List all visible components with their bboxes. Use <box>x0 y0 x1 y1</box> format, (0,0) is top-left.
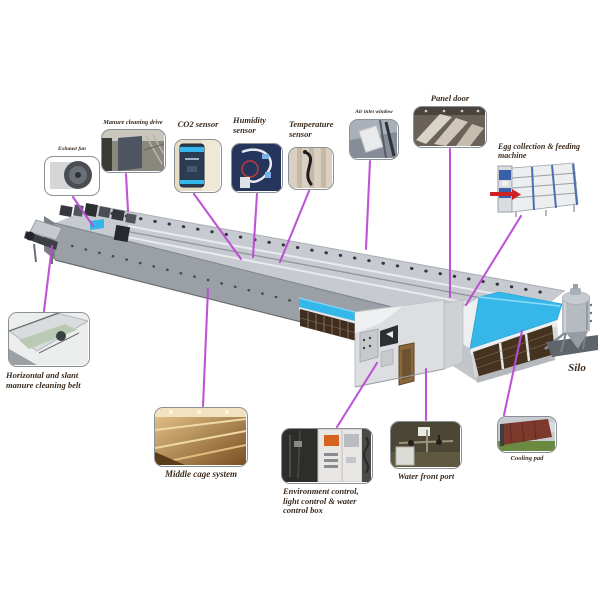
callout-exhaust-fan <box>71 195 95 228</box>
water-port-icon <box>391 422 460 467</box>
egg-machine-photo <box>490 160 582 218</box>
cooling-pad-icon <box>498 417 555 451</box>
manure-belt-photo <box>8 312 90 367</box>
callout-env-control <box>335 361 379 429</box>
temperature-sensor-photo <box>288 147 334 190</box>
humidity-sensor-icon <box>232 144 281 191</box>
label-manure-belt: Horizontal and slant manure cleaning bel… <box>6 370 81 390</box>
middle-cage-icon <box>155 408 246 465</box>
water-port-photo <box>390 421 462 469</box>
callout-egg-machine <box>464 214 523 307</box>
end-cooling-pad <box>473 325 555 377</box>
callout-lines <box>42 147 524 429</box>
air-inlet-window-icon <box>350 120 397 158</box>
label-humidity-sensor: Humidity sensor <box>233 115 267 135</box>
callout-manure-belt <box>42 244 54 313</box>
label-air-inlet-window: Air inlet window <box>355 109 393 115</box>
near-end-structure <box>429 291 563 383</box>
label-exhaust-fan: Exhaust fan <box>58 146 86 152</box>
roof-air-inlets <box>110 212 550 295</box>
middle-cage-photo <box>154 407 248 467</box>
humidity-sensor-photo <box>231 143 283 193</box>
manure-belt-discharge <box>24 219 63 264</box>
panel-door-icon <box>414 107 485 146</box>
label-silo: Silo <box>568 362 586 374</box>
label-water-front-port: Water front port <box>397 471 455 481</box>
callout-cooling-pad <box>502 329 524 417</box>
egg-machine-icon <box>490 162 579 217</box>
wall-control-panels <box>359 328 394 368</box>
co2-sensor-icon <box>175 140 220 191</box>
co2-sensor-photo <box>174 139 222 193</box>
callout-middle-cage <box>201 287 210 408</box>
silo-graphic <box>544 284 598 357</box>
air-inlet-window-photo <box>349 119 399 160</box>
label-co2-sensor: CO2 sensor <box>177 119 219 129</box>
label-manure-cleaning-drive: Manure cleaning drive <box>103 119 163 126</box>
callout-temperature <box>278 189 311 264</box>
callout-manure-drive <box>124 172 130 213</box>
panel-door-photo <box>413 106 487 148</box>
entrance-annex <box>354 299 464 388</box>
side-cooling-pad-section <box>298 297 372 344</box>
label-temperature-sensor: Temperature sensor <box>289 119 334 139</box>
callout-air-inlet <box>364 159 372 251</box>
env-control-photo <box>281 428 373 484</box>
exhaust-fan-photo <box>44 156 100 196</box>
label-egg-machine: Egg collection & feeding machine <box>498 142 580 160</box>
red-arrow-icon <box>490 189 521 200</box>
cooling-pad-photo <box>497 416 557 453</box>
env-control-icon <box>282 429 371 482</box>
manure-drive-icon <box>102 130 164 171</box>
label-panel-door: Panel door <box>430 93 470 103</box>
manure-drive-photo <box>101 129 166 173</box>
callout-humidity <box>251 192 259 259</box>
label-env-control: Environment control, light control & wat… <box>283 486 359 516</box>
cyan-roof <box>469 291 563 350</box>
callout-co2 <box>192 192 243 261</box>
end-cyan-unit <box>90 219 104 230</box>
fan-icon <box>50 161 92 189</box>
label-cooling-pad: Cooling pad <box>510 455 544 462</box>
end-wall-fan <box>113 224 131 243</box>
manure-belt-icon <box>9 313 88 365</box>
temperature-sensor-icon <box>289 148 332 188</box>
label-middle-cage: Middle cage system <box>165 469 237 479</box>
